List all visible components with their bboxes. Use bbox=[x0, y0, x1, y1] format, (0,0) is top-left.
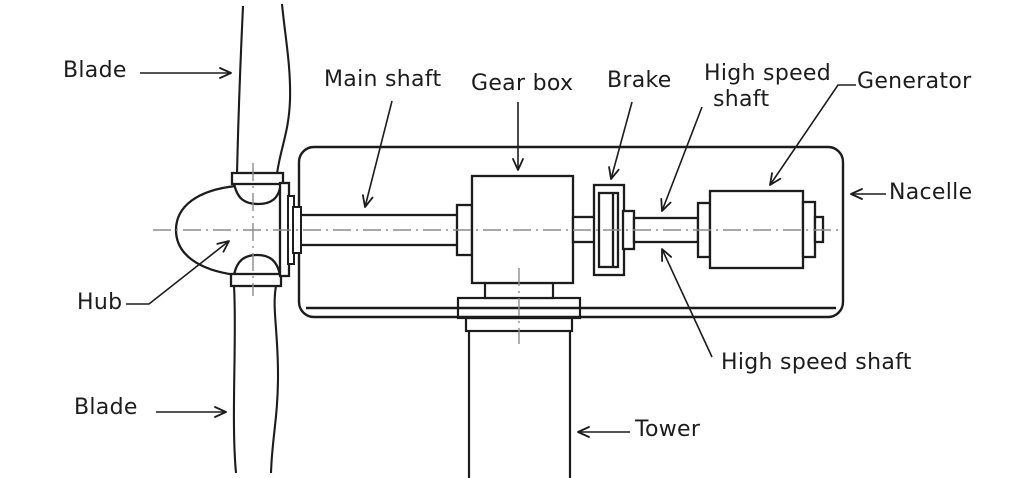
leader-high-speed-shaft-top bbox=[660, 106, 703, 212]
blade-root-dome-top bbox=[232, 182, 283, 206]
leader-main-shaft bbox=[361, 100, 393, 208]
label-blade-bottom: Blade bbox=[74, 395, 138, 420]
label-brake: Brake bbox=[607, 68, 672, 93]
label-generator: Generator bbox=[857, 69, 972, 94]
label-hub: Hub bbox=[77, 290, 123, 315]
label-gear-box: Gear box bbox=[471, 71, 574, 96]
blade-bottom-fill bbox=[233, 286, 278, 473]
centerlines bbox=[153, 163, 838, 344]
blade-root-collar-top bbox=[230, 171, 285, 186]
leader-generator bbox=[769, 84, 856, 186]
blade-root-dome-bottom bbox=[232, 253, 282, 276]
leader-brake bbox=[608, 101, 633, 180]
label-main-shaft: Main shaft bbox=[324, 67, 442, 92]
rotor bbox=[174, 3, 302, 474]
leader-high-speed-shaft-bottom bbox=[661, 248, 713, 358]
label-high-speed-shaft-top-line1: High speed bbox=[704, 61, 832, 86]
leader-hub bbox=[126, 240, 230, 305]
tower-walls bbox=[467, 331, 572, 478]
label-blade-top: Blade bbox=[63, 58, 127, 83]
label-high-speed-shaft-bottom: High speed shaft bbox=[721, 350, 912, 375]
blade-root-collar-bottom bbox=[229, 272, 283, 288]
leader-lines bbox=[126, 67, 886, 438]
blade-bottom-shape bbox=[232, 285, 280, 474]
shaft-coupling bbox=[621, 209, 636, 251]
blade-top-shape bbox=[235, 3, 292, 176]
label-nacelle: Nacelle bbox=[889, 180, 973, 205]
label-high-speed-shaft-top-line2: shaft bbox=[713, 87, 770, 112]
label-tower: Tower bbox=[635, 417, 701, 442]
